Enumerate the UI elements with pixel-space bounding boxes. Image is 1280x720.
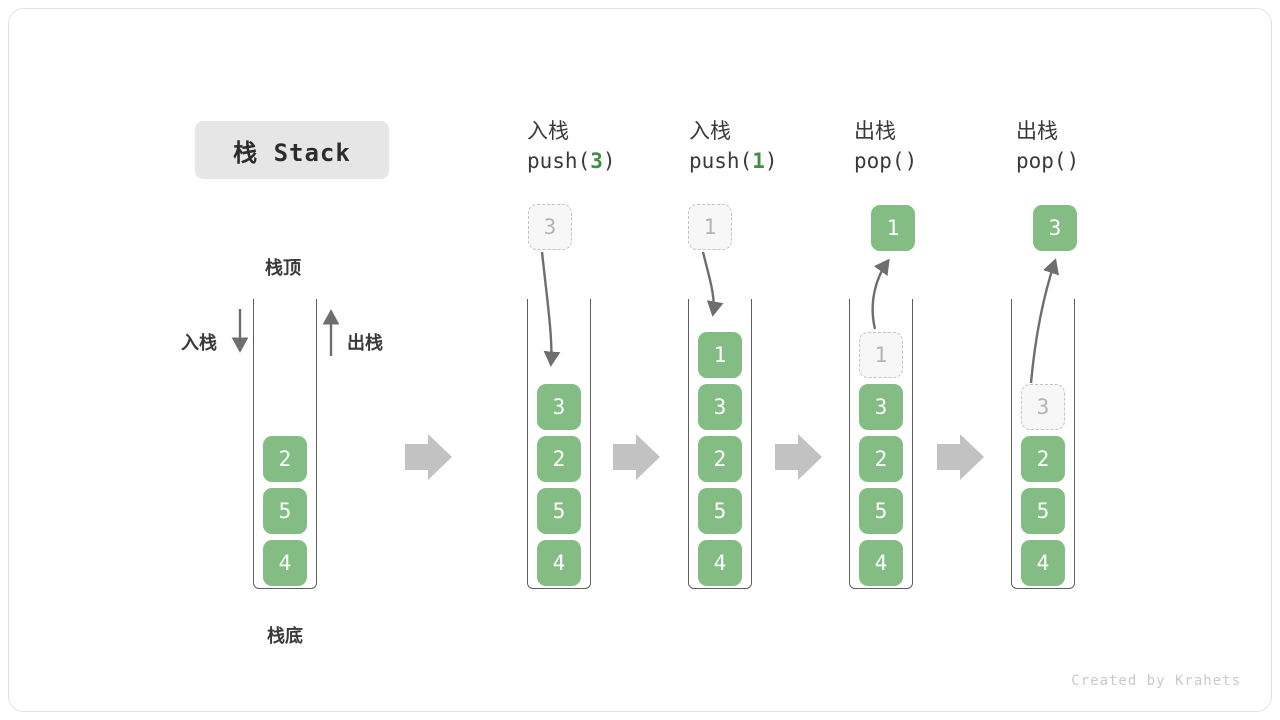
step-header-pop-3: 出栈 pop() bbox=[1016, 117, 1079, 177]
stack-initial-cell: 4 bbox=[263, 540, 307, 586]
step-header-code: pop() bbox=[1016, 149, 1080, 173]
step-header-cjk: 入栈 bbox=[527, 119, 569, 143]
stack-items-push-1: 4 5 2 3 1 bbox=[688, 326, 752, 586]
stack-push-1-cell: 4 bbox=[698, 540, 742, 586]
stack-push-3-cell: 4 bbox=[537, 540, 581, 586]
stack-pop-3-cell: 4 bbox=[1021, 540, 1065, 586]
stack-pop-1-cell: 2 bbox=[859, 436, 903, 482]
pop-direction-label: 出栈 bbox=[347, 333, 383, 354]
stack-pop-3-cell: 2 bbox=[1021, 436, 1065, 482]
stack-push-1-cell: 1 bbox=[698, 332, 742, 378]
stack-pop-1-cell: 3 bbox=[859, 384, 903, 430]
flow-arrow-3 bbox=[775, 434, 822, 480]
stack-items-pop-1: 4 5 2 3 1 bbox=[849, 326, 913, 586]
page-title: 栈 Stack bbox=[195, 121, 389, 179]
stack-pop-1-ghost-cell: 1 bbox=[859, 332, 903, 378]
step-header-pop-1: 出栈 pop() bbox=[854, 117, 917, 177]
push-direction-label: 入栈 bbox=[181, 333, 217, 354]
step-header-code: push(1) bbox=[689, 149, 778, 173]
step-header-cjk: 入栈 bbox=[689, 119, 731, 143]
stack-pop-3-cell: 5 bbox=[1021, 488, 1065, 534]
stack-push-1-cell: 3 bbox=[698, 384, 742, 430]
stack-pop-1-cell: 5 bbox=[859, 488, 903, 534]
stack-items-initial: 4 5 2 bbox=[253, 430, 317, 586]
stack-push-1-cell: 5 bbox=[698, 488, 742, 534]
step-header-push-3: 入栈 push(3) bbox=[527, 117, 616, 177]
stack-container-pop-1: 4 5 2 3 1 bbox=[849, 299, 913, 589]
stack-pop-3-ghost-cell: 3 bbox=[1021, 384, 1065, 430]
stack-push-3-cell: 5 bbox=[537, 488, 581, 534]
stack-top-label: 栈顶 bbox=[265, 258, 301, 279]
stack-bottom-label: 栈底 bbox=[267, 626, 303, 647]
step-header-code: pop() bbox=[854, 149, 918, 173]
watermark: Created by Krahets bbox=[1071, 673, 1241, 689]
stack-initial-cell: 5 bbox=[263, 488, 307, 534]
stack-push-3-cell: 2 bbox=[537, 436, 581, 482]
stack-initial-cell: 2 bbox=[263, 436, 307, 482]
floating-cell-pop-3: 3 bbox=[1033, 205, 1077, 251]
step-header-push-1: 入栈 push(1) bbox=[689, 117, 778, 177]
flow-arrow-4 bbox=[937, 434, 984, 480]
step-header-cjk: 出栈 bbox=[1016, 119, 1058, 143]
stack-container-initial: 4 5 2 bbox=[253, 299, 317, 589]
stack-items-pop-3: 4 5 2 3 bbox=[1011, 378, 1075, 586]
stack-container-push-1: 4 5 2 3 1 bbox=[688, 299, 752, 589]
stack-push-1-cell: 2 bbox=[698, 436, 742, 482]
step-header-cjk: 出栈 bbox=[854, 119, 896, 143]
floating-cell-pop-1: 1 bbox=[871, 205, 915, 251]
floating-cell-push-3: 3 bbox=[528, 204, 572, 250]
stack-container-pop-3: 4 5 2 3 bbox=[1011, 299, 1075, 589]
arrow-overlay bbox=[231, 251, 1060, 480]
stack-pop-1-cell: 4 bbox=[859, 540, 903, 586]
stack-items-push-3: 4 5 2 3 bbox=[527, 378, 591, 586]
flow-arrow-2 bbox=[613, 434, 660, 480]
step-header-code: push(3) bbox=[527, 149, 616, 173]
stack-container-push-3: 4 5 2 3 bbox=[527, 299, 591, 589]
floating-cell-push-1: 1 bbox=[688, 204, 732, 250]
diagram-card: 栈 Stack 栈顶 栈底 入栈 出栈 4 5 2 入栈 push(3) 3 4 5 2… bbox=[8, 8, 1272, 712]
flow-arrow-1 bbox=[405, 434, 452, 480]
stack-push-3-cell: 3 bbox=[537, 384, 581, 430]
